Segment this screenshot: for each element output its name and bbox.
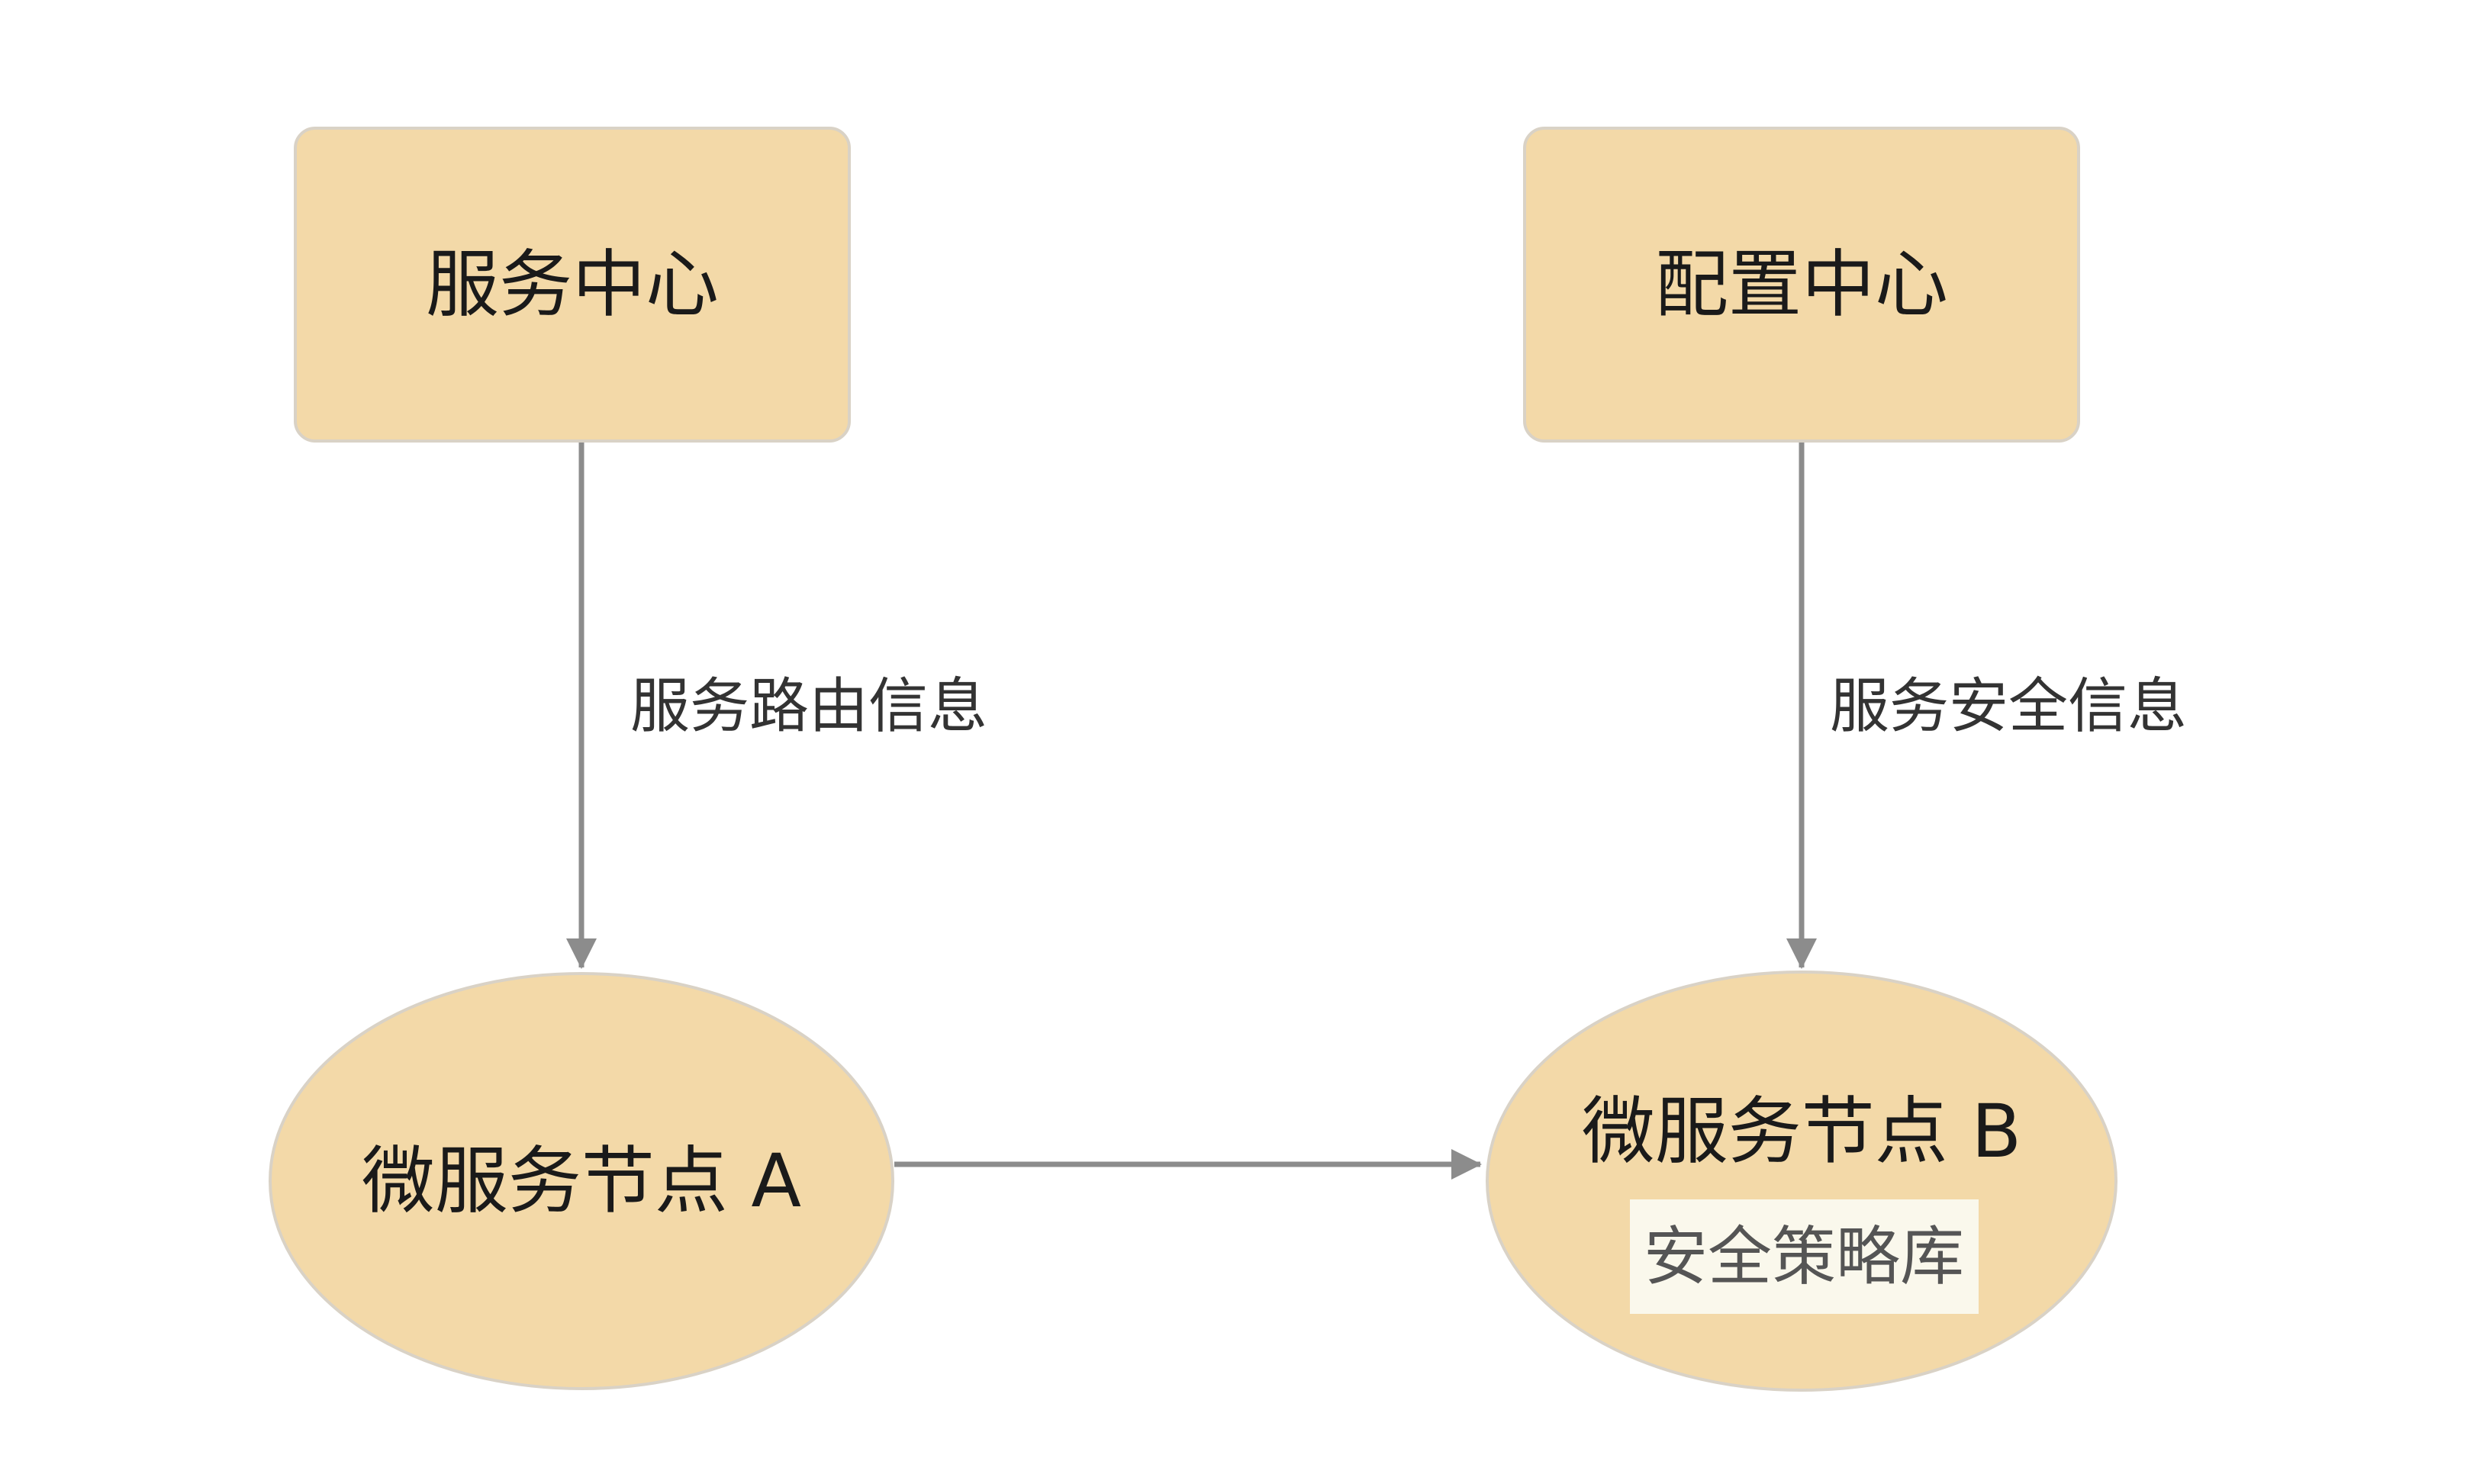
microservice-node-a: 微服务节点 A xyxy=(269,972,894,1390)
edge-label-routing-info: 服务路由信息 xyxy=(630,672,987,741)
microservice-node-b: 微服务节点 B 安全策略库 xyxy=(1486,971,2117,1392)
service-center-label: 服务中心 xyxy=(426,242,719,327)
node-b-label: 微服务节点 B xyxy=(1582,1089,2021,1174)
node-a-label: 微服务节点 A xyxy=(362,1138,801,1224)
security-policy-store-label: 安全策略库 xyxy=(1644,1219,1964,1294)
edge-label-security-info: 服务安全信息 xyxy=(1830,672,2187,741)
security-policy-store-box xyxy=(1630,1199,1979,1314)
config-center-label: 配置中心 xyxy=(1655,242,1948,327)
service-center-box: 服务中心 xyxy=(294,127,851,443)
config-center-box: 配置中心 xyxy=(1523,127,2080,443)
